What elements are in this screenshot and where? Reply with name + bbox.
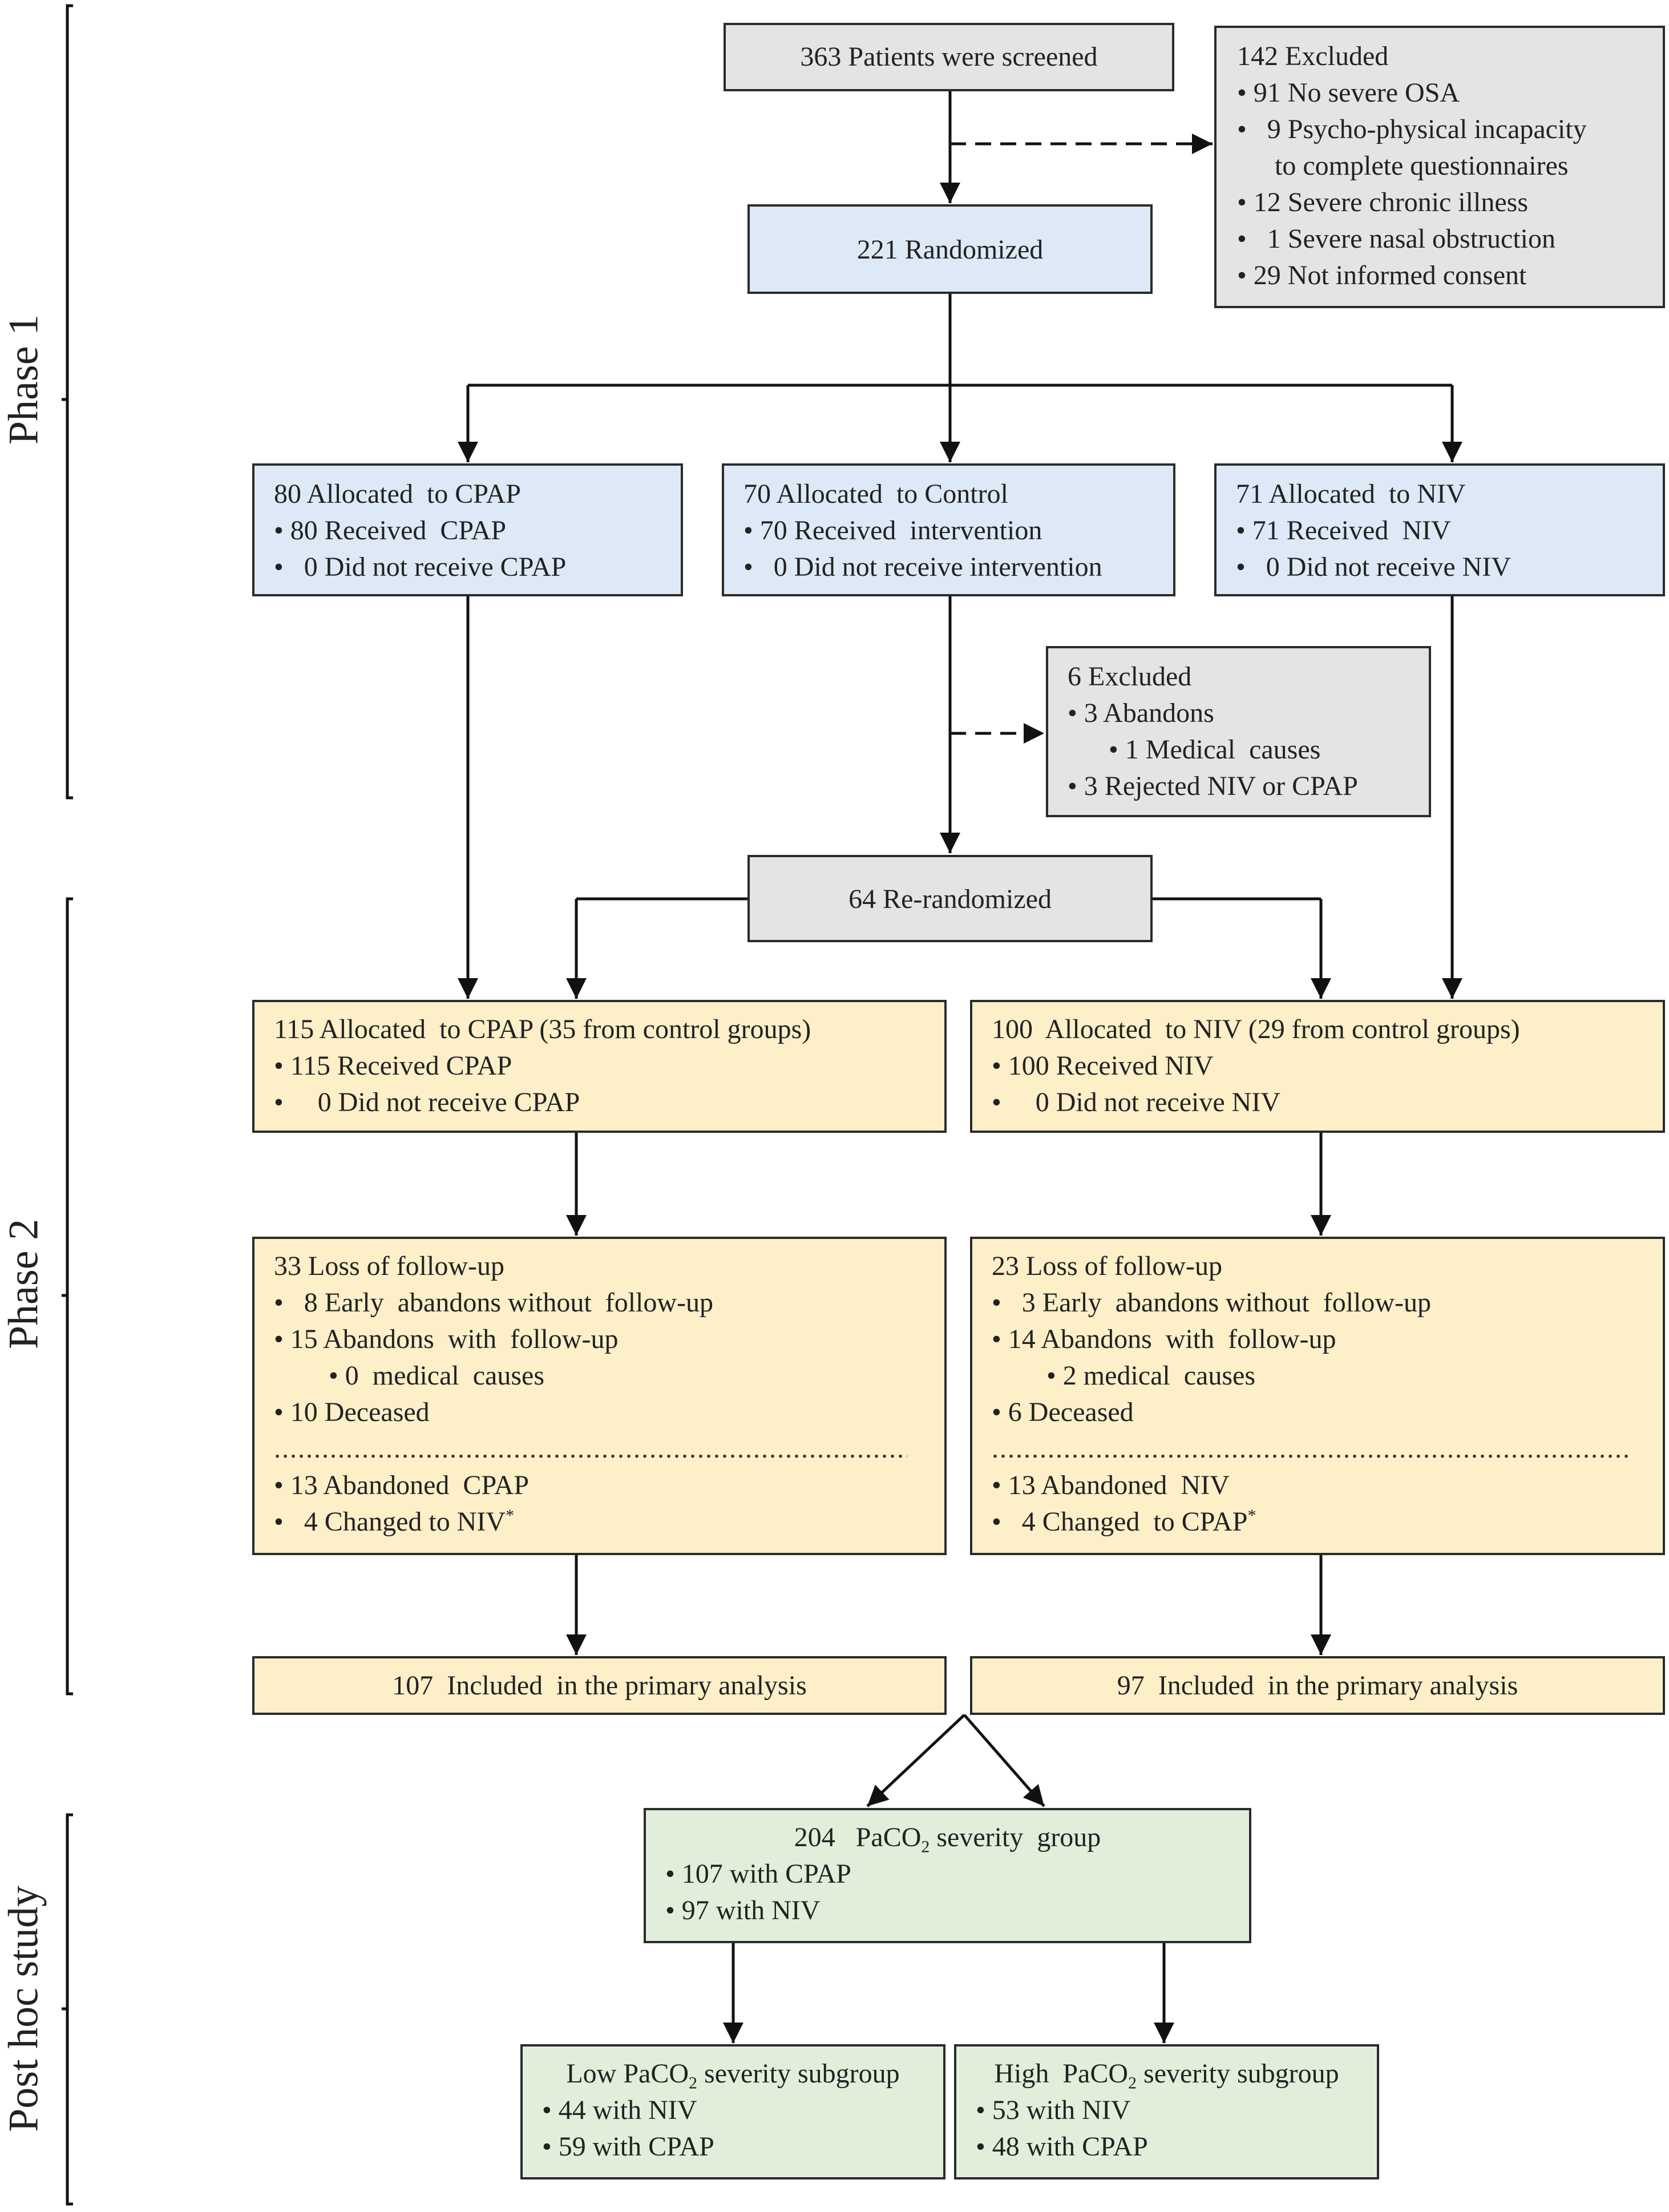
alloc-niv-item: • 0 Did not receive NIV [1236, 552, 1511, 582]
p2-cpap-item: • 115 Received CPAP [274, 1051, 512, 1081]
alloc-niv-box: 71 Allocated to NIV • 71 Received NIV • … [1214, 463, 1665, 596]
posthoc-bracket [66, 1813, 73, 2206]
high-group-title-pre: High PaCO [994, 2058, 1129, 2089]
low-group-item: • 44 with NIV [542, 2095, 697, 2125]
p2-niv-title: 100 Allocated to NIV (29 from control gr… [992, 1014, 1520, 1044]
alloc-cpap-title: 80 Allocated to CPAP [274, 479, 521, 509]
low-group-title: Low PaCO2 severity subgroup [542, 2056, 924, 2092]
screened-title: 363 Patients were screened [800, 42, 1098, 72]
rerandomized-box: 64 Re-randomized [747, 855, 1153, 942]
phase1-bracket [66, 4, 73, 800]
p2-niv-box: 100 Allocated to NIV (29 from control gr… [970, 1000, 1665, 1133]
loss-cpap-item: • 0 medical causes [274, 1361, 544, 1391]
excluded1-box: 142 Excluded • 91 No severe OSA • 9 Psyc… [1214, 26, 1665, 308]
loss-cpap-title: 33 Loss of follow-up [274, 1251, 504, 1281]
loss-cpap-item: • 8 Early abandons without follow-up [274, 1287, 714, 1318]
randomized-title: 221 Randomized [856, 235, 1044, 265]
loss-cpap-box: 33 Loss of follow-up • 8 Early abandons … [252, 1237, 947, 1555]
phase2-bracket [66, 897, 73, 1696]
posthoc-label: Post hoc study [0, 1886, 47, 2132]
low-group-title-sub: 2 [689, 2073, 698, 2093]
alloc-cpap-box: 80 Allocated to CPAP • 80 Received CPAP … [252, 463, 683, 596]
paco2-group-item: • 97 with NIV [665, 1895, 821, 1926]
loss-niv-changed: • 4 Changed to CPAP [992, 1507, 1248, 1537]
loss-niv-box: 23 Loss of follow-up • 3 Early abandons … [970, 1237, 1665, 1555]
included-niv-box: 97 Included in the primary analysis [970, 1656, 1665, 1715]
randomized-box: 221 Randomized [747, 204, 1153, 294]
footnote-mark: * [506, 1506, 515, 1525]
paco2-group-box: 204 PaCO2 severity group • 107 with CPAP… [644, 1808, 1251, 1943]
excluded1-item: • 91 No severe OSA [1237, 78, 1460, 108]
loss-niv-item: • 4 Changed to CPAP* [992, 1504, 1643, 1540]
excluded2-item: • 3 Rejected NIV or CPAP [1068, 771, 1358, 801]
p2-niv-item: • 100 Received NIV [992, 1051, 1214, 1081]
footnote-mark: * [1247, 1506, 1256, 1525]
dotted-separator: ........................................… [992, 1434, 1631, 1464]
low-group-item: • 59 with CPAP [542, 2132, 714, 2162]
p2-niv-item: • 0 Did not receive NIV [992, 1087, 1280, 1117]
phase1-label: Phase 1 [0, 314, 47, 445]
loss-cpap-item: • 4 Changed to NIV* [274, 1504, 925, 1540]
alloc-control-box: 70 Allocated to Control • 70 Received in… [722, 463, 1175, 596]
paco2-group-title: 204 PaCO2 severity group [665, 1819, 1230, 1856]
excluded2-box: 6 Excluded • 3 Abandons • 1 Medical caus… [1046, 646, 1431, 817]
paco2-group-title-pre: 204 PaCO [794, 1822, 922, 1852]
loss-niv-item: • 2 medical causes [992, 1361, 1255, 1391]
alloc-control-item: • 0 Did not receive intervention [743, 552, 1102, 582]
loss-niv-item: • 3 Early abandons without follow-up [992, 1287, 1432, 1318]
high-group-title-post: severity subgroup [1137, 2058, 1339, 2089]
alloc-cpap-item: • 80 Received CPAP [274, 515, 507, 546]
paco2-group-title-post: severity group [930, 1822, 1101, 1852]
excluded1-item: • 9 Psycho-physical incapacity [1237, 114, 1587, 144]
alloc-control-item: • 70 Received intervention [743, 515, 1042, 546]
excluded1-item: • 1 Severe nasal obstruction [1237, 224, 1555, 254]
paco2-group-title-sub: 2 [921, 1837, 930, 1856]
alloc-niv-title: 71 Allocated to NIV [1236, 479, 1466, 509]
excluded2-item: • 1 Medical causes [1068, 734, 1321, 765]
high-group-title-sub: 2 [1128, 2073, 1137, 2093]
low-group-box: Low PaCO2 severity subgroup • 44 with NI… [520, 2044, 945, 2179]
excluded1-item: to complete questionnaires [1254, 151, 1569, 181]
loss-niv-item: • 6 Deceased [992, 1397, 1134, 1427]
rerandomized-title: 64 Re-randomized [848, 884, 1052, 914]
phase2-label: Phase 2 [0, 1218, 47, 1350]
included-niv-title: 97 Included in the primary analysis [1117, 1670, 1518, 1701]
loss-niv-item: • 14 Abandons with follow-up [992, 1324, 1336, 1354]
p2-cpap-item: • 0 Did not receive CPAP [274, 1087, 580, 1117]
loss-cpap-changed: • 4 Changed to NIV [274, 1507, 506, 1537]
p2-cpap-title: 115 Allocated to CPAP (35 from control g… [274, 1014, 811, 1044]
loss-cpap-item: • 15 Abandons with follow-up [274, 1324, 619, 1354]
screened-box: 363 Patients were screened [724, 23, 1174, 91]
high-group-item: • 53 with NIV [976, 2095, 1131, 2125]
alloc-niv-item: • 71 Received NIV [1236, 515, 1451, 546]
excluded1-item: • 29 Not informed consent [1237, 260, 1527, 290]
excluded2-title: 6 Excluded [1068, 661, 1192, 692]
dotted-separator: ........................................… [274, 1434, 907, 1464]
arrow-cross-left [866, 1714, 965, 1807]
alloc-cpap-item: • 0 Did not receive CPAP [274, 552, 567, 582]
excluded1-item: • 12 Severe chronic illness [1237, 187, 1528, 217]
included-cpap-box: 107 Included in the primary analysis [252, 1656, 947, 1715]
low-group-title-pre: Low PaCO [566, 2058, 689, 2089]
arrow-cross-right [963, 1714, 1045, 1807]
low-group-title-post: severity subgroup [697, 2058, 900, 2089]
included-cpap-title: 107 Included in the primary analysis [392, 1670, 807, 1701]
high-group-item: • 48 with CPAP [976, 2132, 1148, 2162]
loss-niv-title: 23 Loss of follow-up [992, 1251, 1222, 1281]
excluded1-title: 142 Excluded [1237, 41, 1389, 71]
alloc-control-title: 70 Allocated to Control [743, 479, 1008, 509]
high-group-box: High PaCO2 severity subgroup • 53 with N… [954, 2044, 1379, 2179]
loss-niv-item: • 13 Abandoned NIV [992, 1470, 1230, 1500]
loss-cpap-item: • 13 Abandoned CPAP [274, 1470, 530, 1500]
p2-cpap-box: 115 Allocated to CPAP (35 from control g… [252, 1000, 947, 1133]
excluded2-item: • 3 Abandons [1068, 698, 1214, 728]
paco2-group-item: • 107 with CPAP [665, 1859, 851, 1889]
loss-cpap-item: • 10 Deceased [274, 1397, 430, 1427]
high-group-title: High PaCO2 severity subgroup [976, 2056, 1357, 2092]
